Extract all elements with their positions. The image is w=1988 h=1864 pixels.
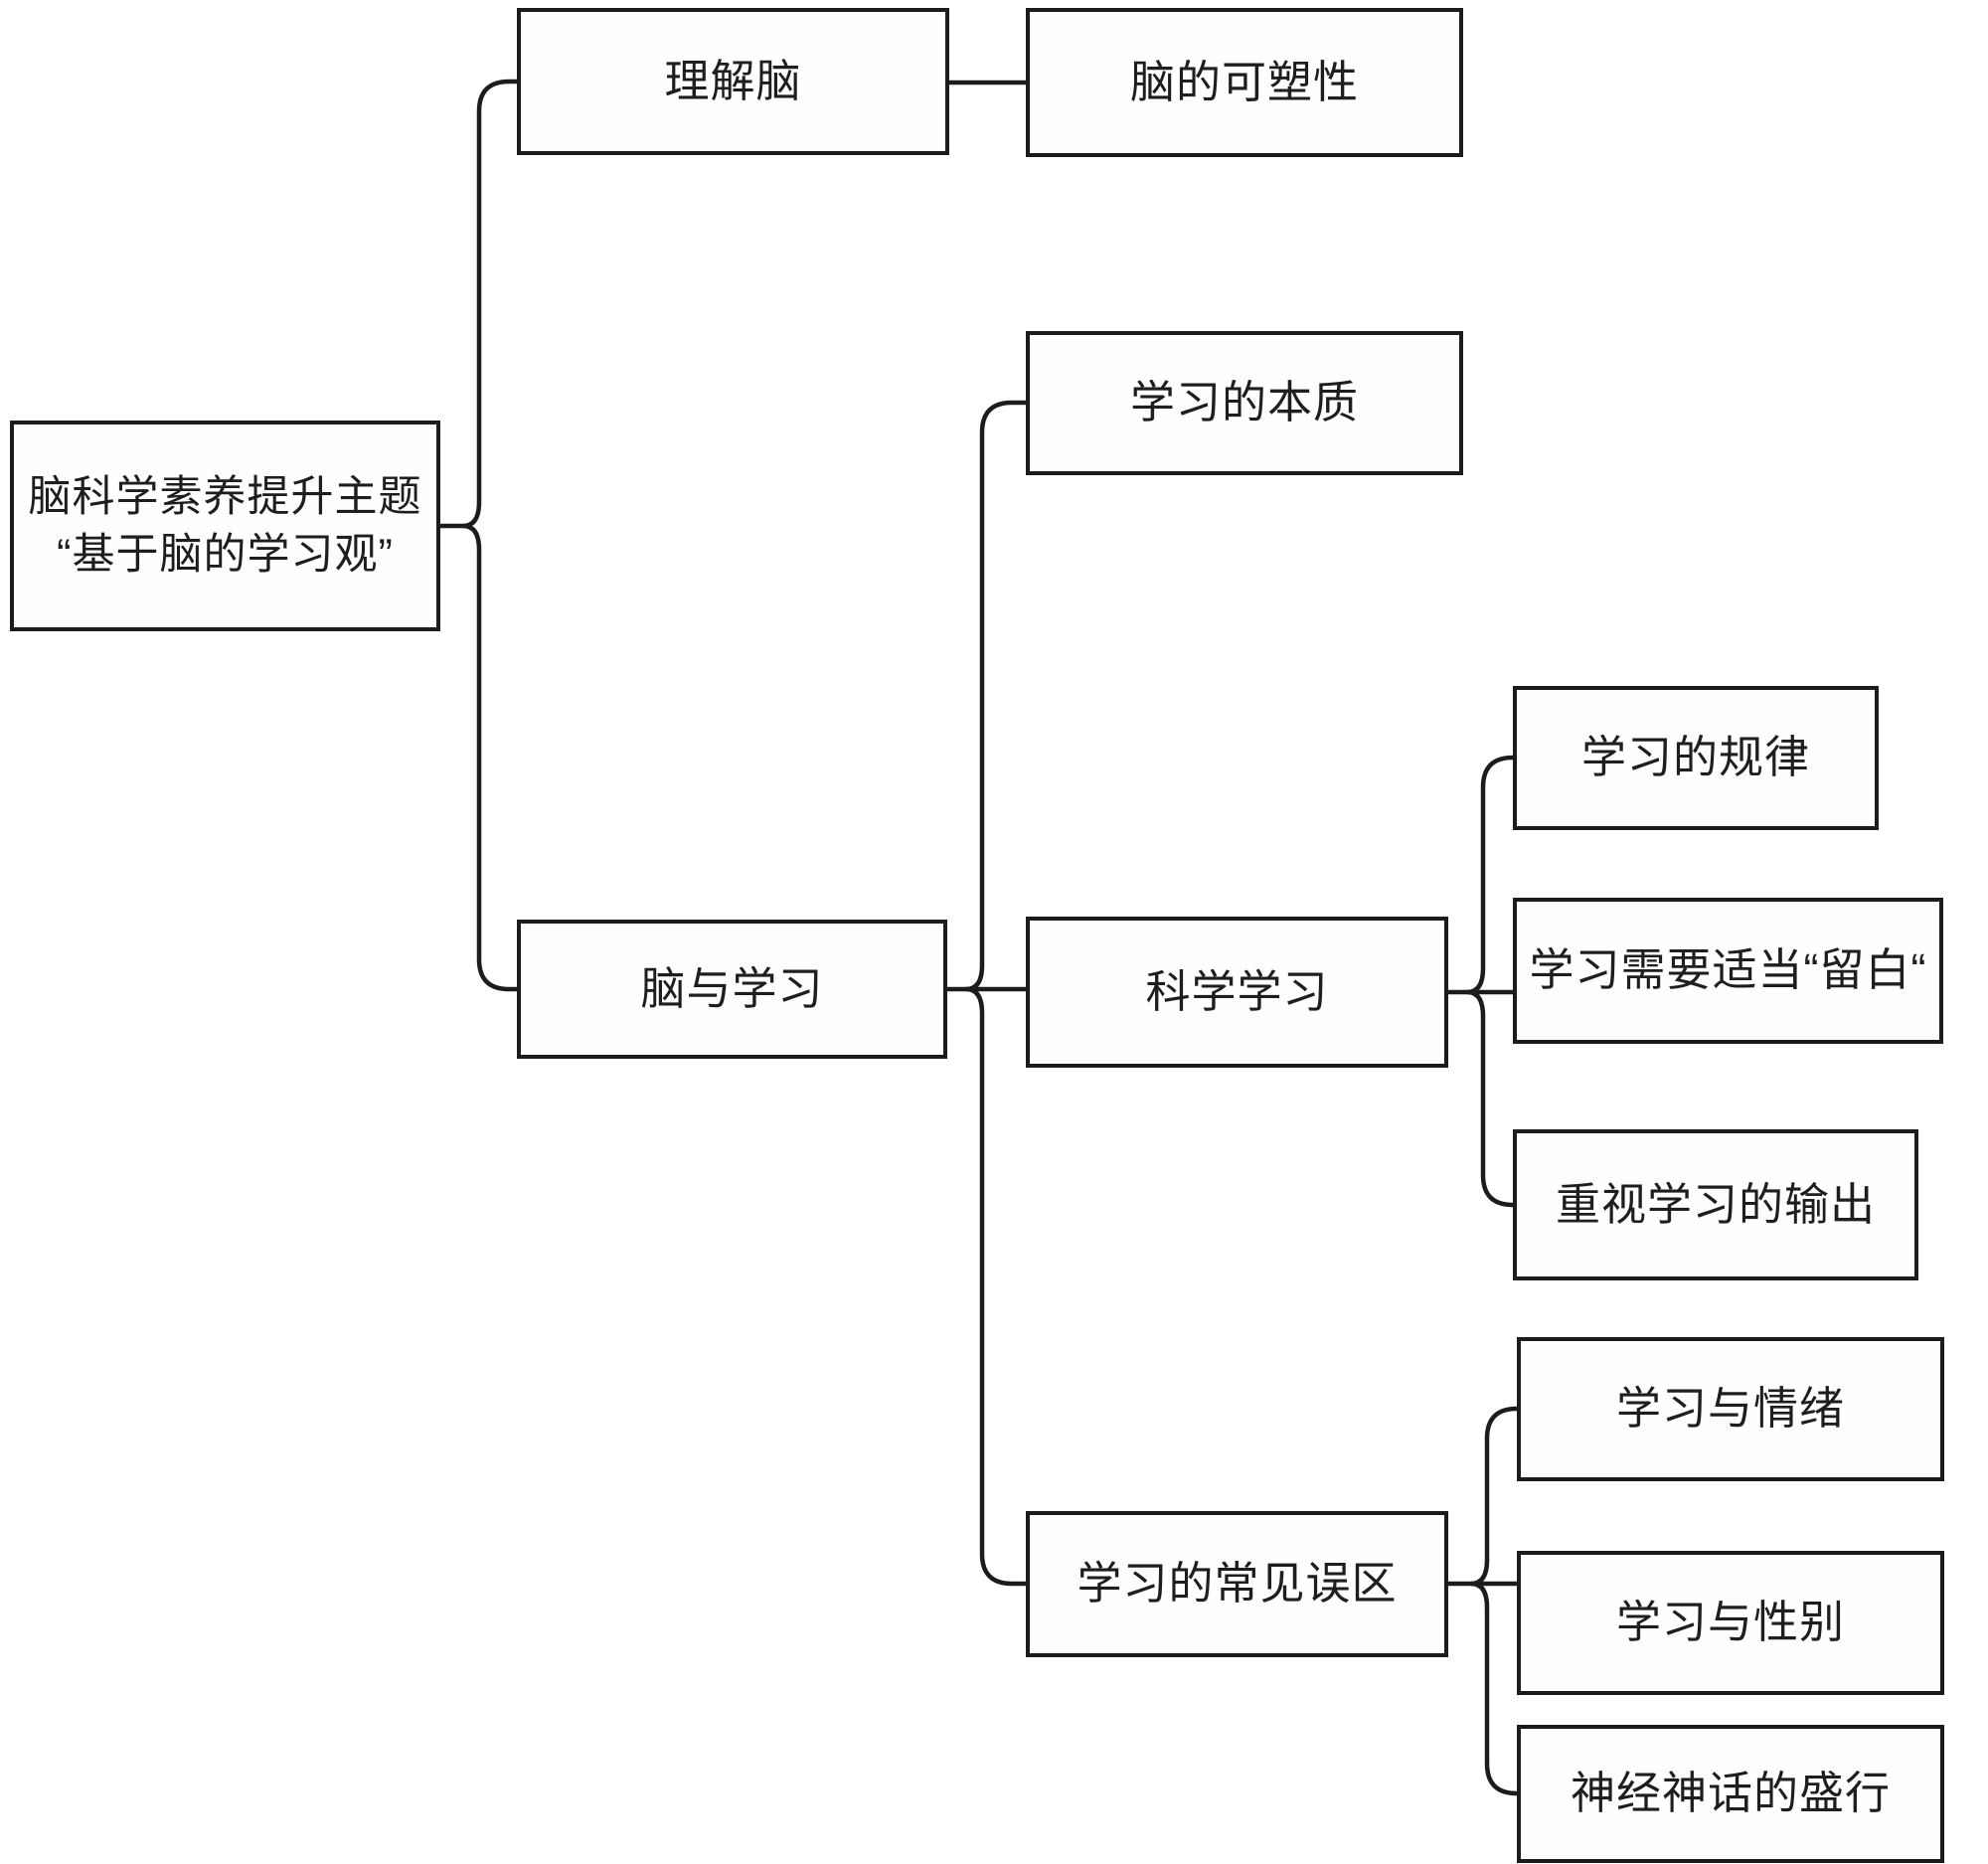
connector-scientific-learning-branch (1448, 755, 1514, 1208)
node-label: 学习需要适当“留白“ (1529, 944, 1927, 996)
node-label: 学习与性别 (1615, 1597, 1845, 1648)
node-common-misunderstandings: 学习的常见误区 (1026, 1511, 1448, 1657)
node-label: 学习的常见误区 (1077, 1558, 1398, 1610)
node-learning-and-gender: 学习与性别 (1517, 1551, 1944, 1695)
node-label: 学习的规律 (1580, 732, 1810, 783)
node-learning-and-emotion: 学习与情绪 (1517, 1337, 1944, 1481)
node-nature-of-learning: 学习的本质 (1026, 331, 1463, 475)
root-topic-line1: 脑科学素养提升主题 (28, 472, 422, 521)
node-brain-and-learning: 脑与学习 (517, 920, 947, 1059)
node-prevalence-of-neuromyths: 神经神话的盛行 (1517, 1725, 1944, 1863)
node-label: 理解脑 (664, 55, 802, 106)
node-label: 学习的本质 (1129, 377, 1359, 428)
node-label: 脑与学习 (640, 962, 824, 1014)
node-understand-brain: 理解脑 (517, 8, 949, 155)
root-topic-line2: “基于脑的学习观” (57, 531, 394, 579)
connector-root-branch (440, 79, 517, 992)
connector-brain-learning-branch (947, 400, 1026, 1587)
node-learning-needs-blank: 学习需要适当“留白“ (1513, 898, 1943, 1044)
node-scientific-learning: 科学学习 (1026, 917, 1448, 1068)
node-value-learning-output: 重视学习的输出 (1513, 1129, 1918, 1280)
node-label: 科学学习 (1145, 965, 1329, 1017)
node-label: 重视学习的输出 (1555, 1178, 1876, 1230)
node-label: 脑的可塑性 (1129, 56, 1359, 107)
node-root-topic: 脑科学素养提升主题 “基于脑的学习观” (10, 421, 440, 631)
node-label: 学习与情绪 (1615, 1383, 1845, 1435)
node-label: 神经神话的盛行 (1570, 1768, 1891, 1819)
node-rules-of-learning: 学习的规律 (1513, 686, 1879, 830)
node-brain-plasticity: 脑的可塑性 (1026, 8, 1463, 157)
connector-misunderstandings-branch (1448, 1406, 1518, 1796)
